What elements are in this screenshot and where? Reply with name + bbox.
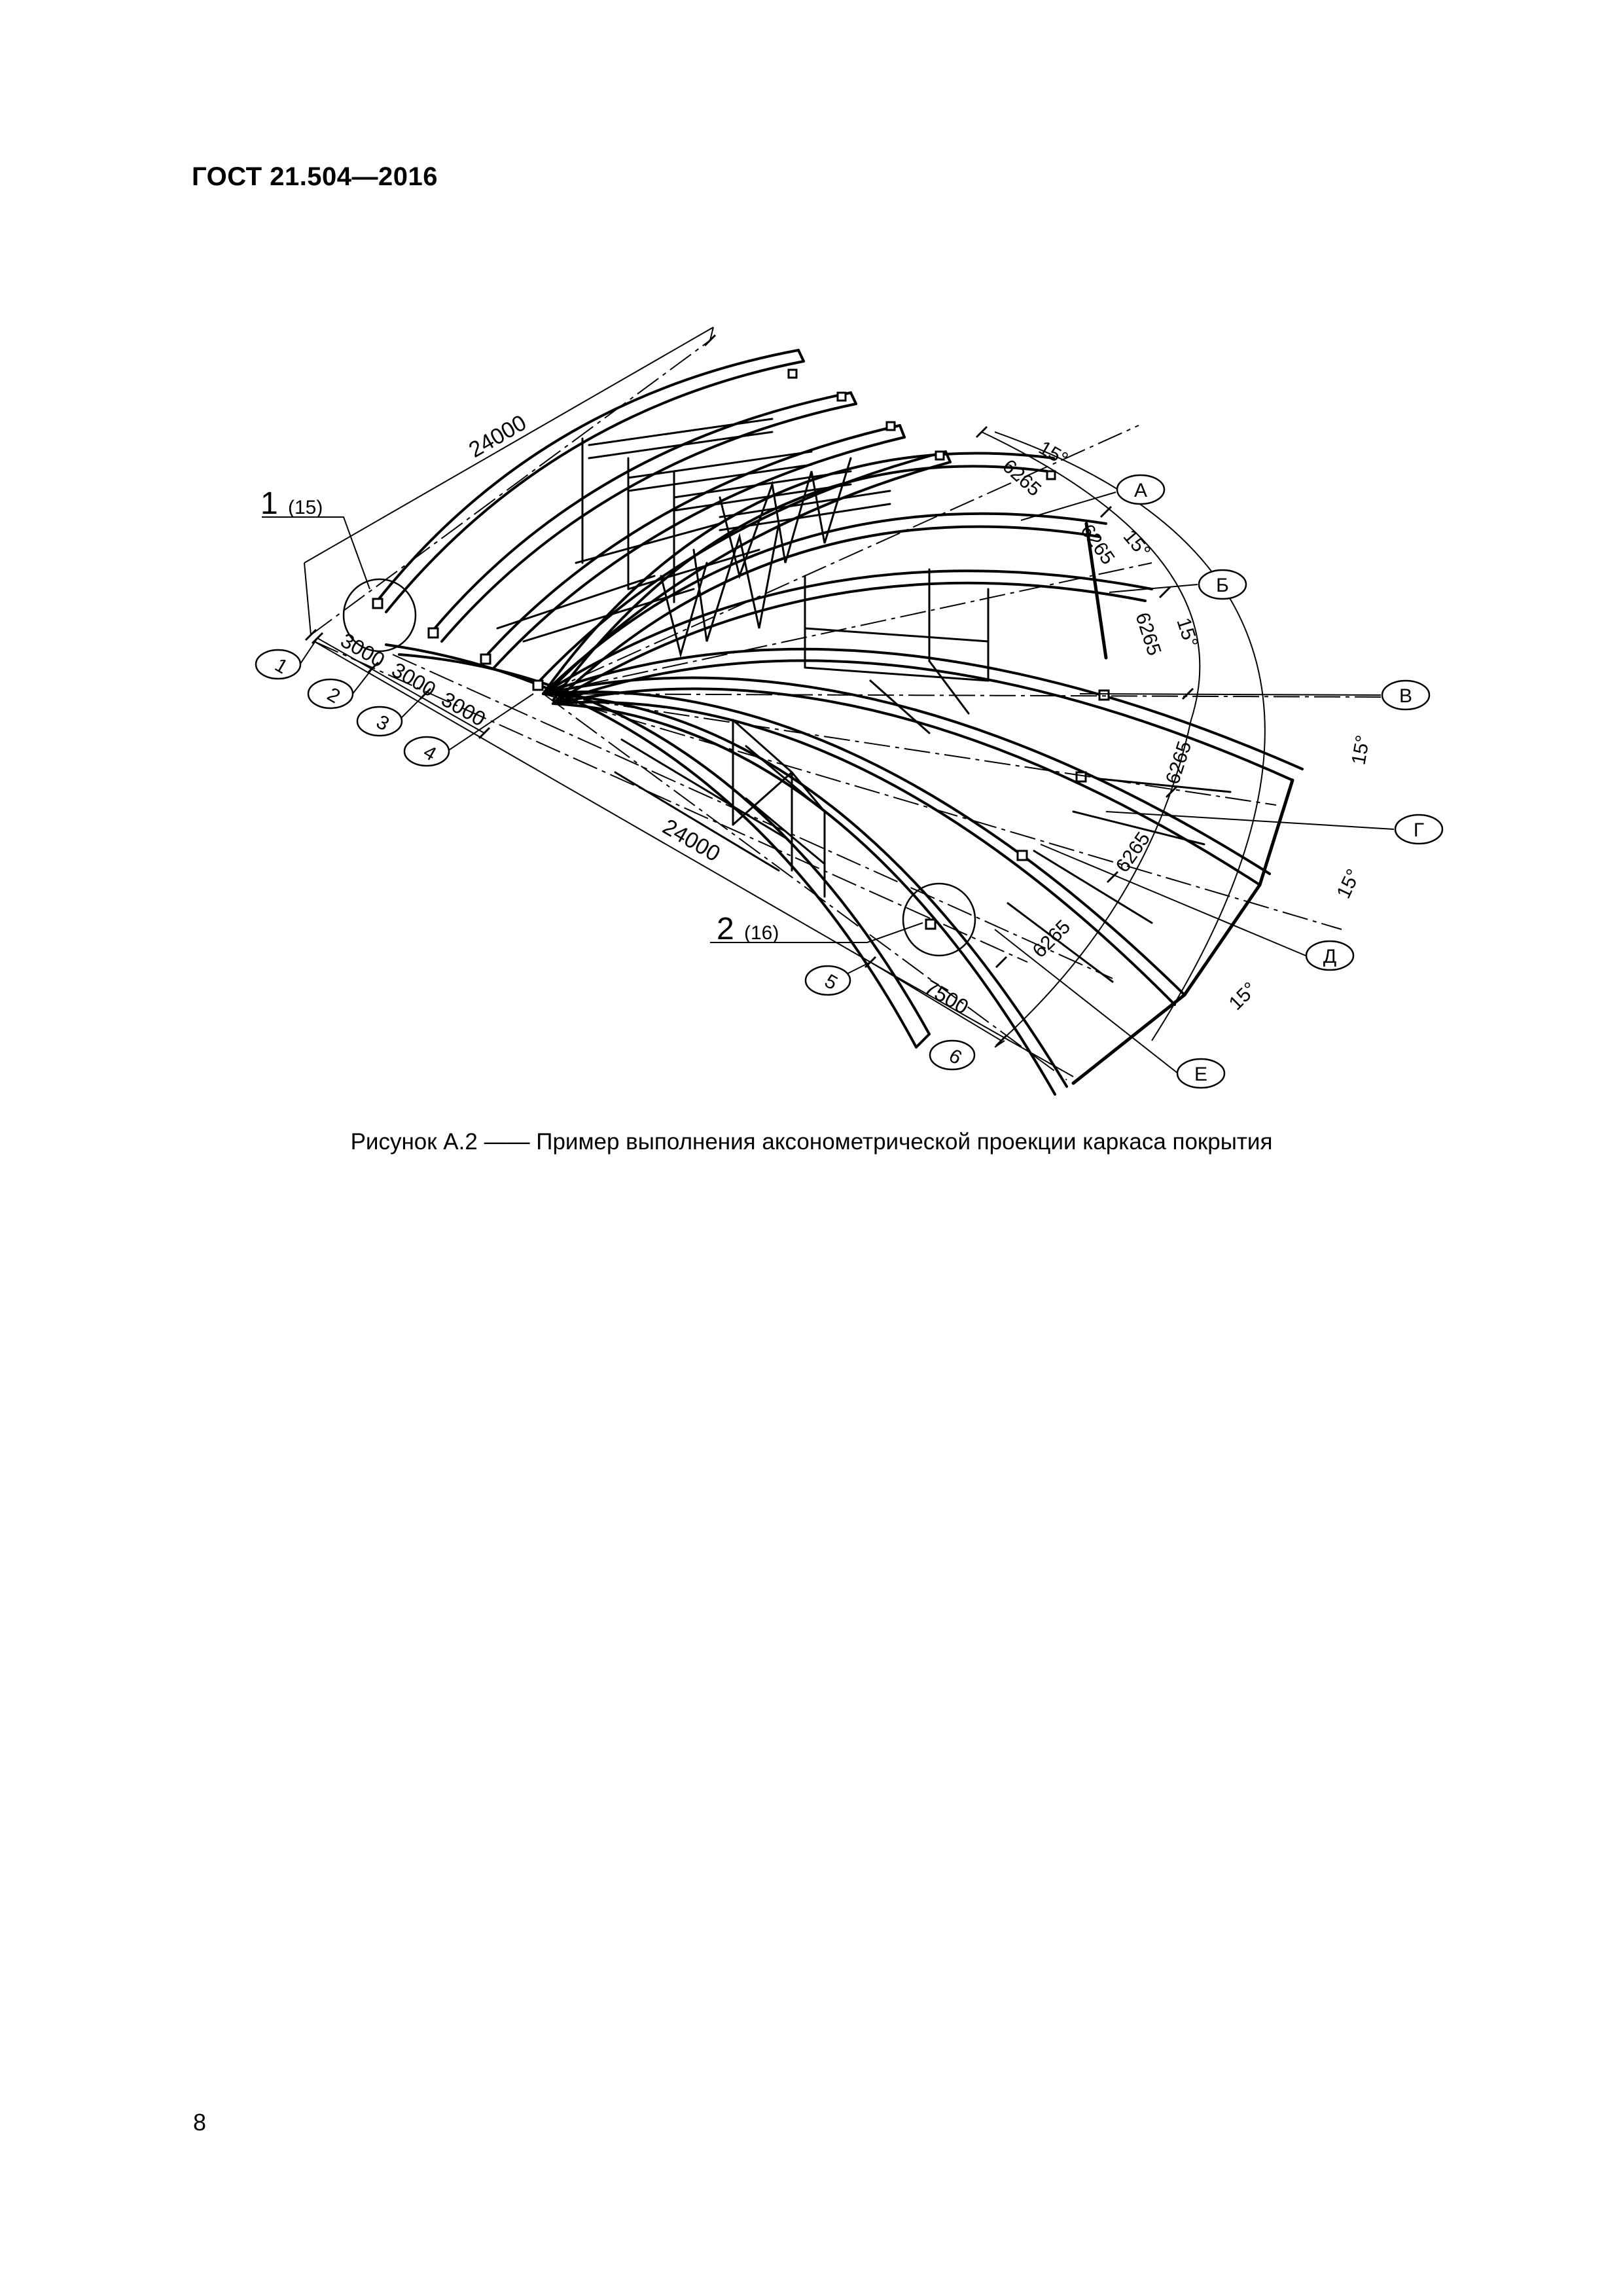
axis-bubble-g: Г [1394,814,1444,845]
callout-1-number: 1 [260,486,278,521]
dim-span-end: 7500 [921,975,973,1019]
dim-angle-6: 15° [1225,978,1261,1014]
figure-caption: Рисунок А.2 —— Пример выполнения аксоном… [350,1129,1273,1155]
dim-spacing-3: 3000 [438,687,490,731]
axis-bubble-d: Д [1305,940,1355,971]
edge-chords [1071,522,1294,1085]
dimension-lines [262,327,1395,1077]
axis-bubble-4: 4 [403,736,450,767]
dim-angle-2: 15° [1119,526,1154,562]
dim-arc-4: 6265 [1162,738,1196,787]
front-trusses [614,568,1232,983]
axis-bubble-1: 1 [255,649,302,680]
dim-length-top: 24000 [465,410,531,463]
svg-text:Д: Д [1323,946,1336,967]
axis-bubble-e: Е [1176,1058,1226,1089]
dim-angle-1: 15° [1035,437,1072,470]
dim-arc-1: 6265 [998,456,1045,501]
dim-arc-5: 6265 [1112,828,1154,876]
callout-2-number: 2 [717,912,734,946]
dim-angle-5: 15° [1332,866,1364,902]
callout-circles [342,578,976,957]
svg-text:Е: Е [1194,1064,1207,1085]
dim-arc-3: 6265 [1131,610,1165,658]
svg-text:В: В [1399,685,1412,707]
supports [372,368,1110,930]
callout-1-ref: (15) [288,497,323,518]
callout-2-ref: (16) [744,922,779,944]
axis-bubble-a: А [1116,474,1166,505]
frame-structure [372,349,1304,1096]
dim-angle-3: 15° [1172,615,1202,650]
dim-angle-4: 15° [1347,734,1374,766]
document-header: ГОСТ 21.504—2016 [192,162,438,191]
axis-bubble-6: 6 [929,1039,976,1071]
svg-text:А: А [1134,480,1147,501]
svg-text:Г: Г [1414,819,1424,841]
front-arches [385,643,931,1049]
axis-bubble-b: Б [1198,569,1247,600]
dim-arc-2: 6265 [1076,520,1118,569]
back-arches [375,349,952,695]
trusses [496,418,891,658]
svg-text:Б: Б [1216,575,1229,596]
axis-bubble-5: 5 [804,965,851,996]
dim-spacing-1: 3000 [337,628,389,672]
axonometric-roof-frame-drawing: 1 (15) 2 (16) 24000 24000 3000 3000 3000… [255,327,1444,1096]
axis-bubble-2: 2 [307,678,354,709]
page-number: 8 [193,2109,207,2136]
axis-bubble-v: В [1381,679,1431,711]
axis-lines [310,340,1388,1081]
axis-bubble-3: 3 [356,706,403,737]
